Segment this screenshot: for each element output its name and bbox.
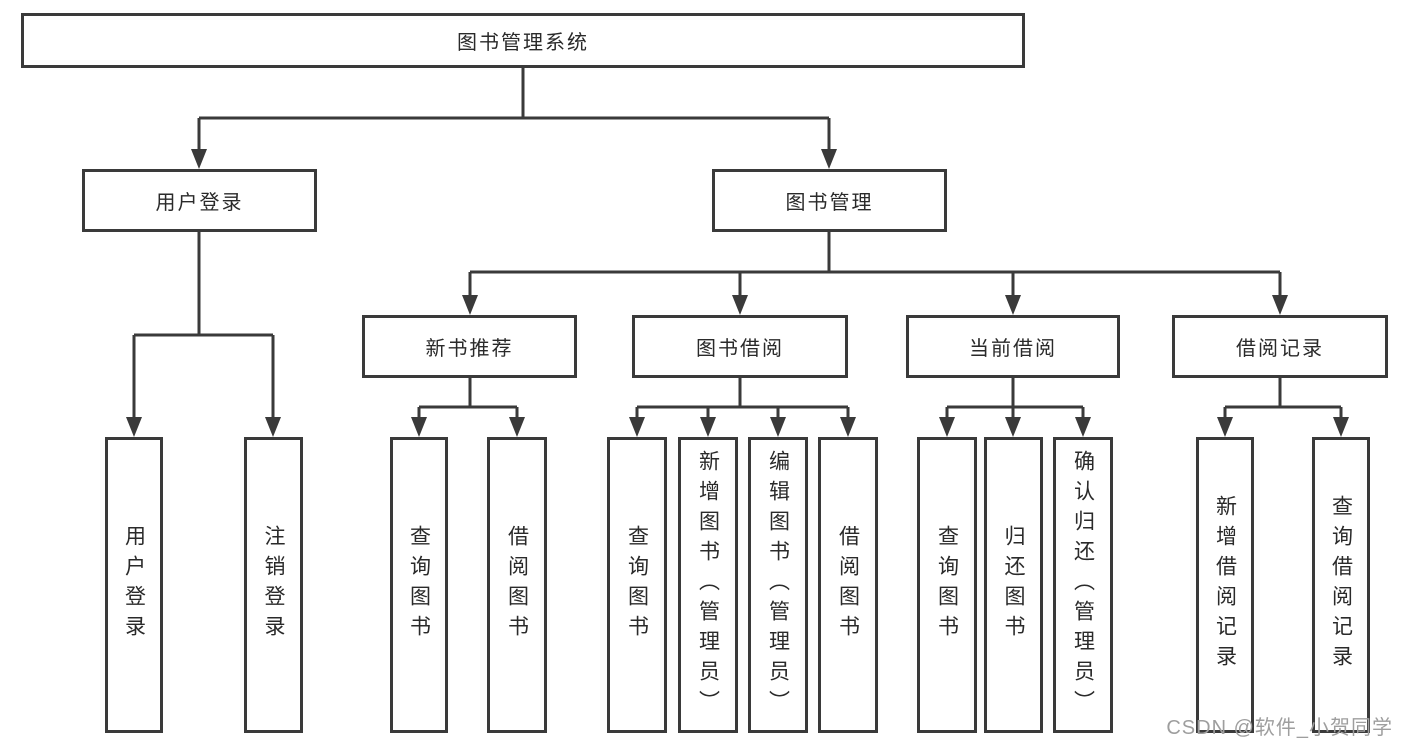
node-new-book-recommend: 新书推荐 [362, 315, 577, 378]
leaf-logout: 注销登录 [244, 437, 303, 733]
leaf-borrow-borrow-books: 借阅图书 [818, 437, 878, 733]
connector-root-split [197, 68, 831, 152]
leaf-label: 用户登录 [122, 525, 146, 645]
connector-records-split [1223, 378, 1343, 420]
node-library-system: 图书管理系统 [21, 13, 1025, 68]
leaf-label: 确认归还（管理员） [1071, 450, 1095, 720]
leaf-recommend-borrow-books: 借阅图书 [487, 437, 547, 733]
leaf-label: 新增图书（管理员） [696, 450, 720, 720]
leaf-label: 借阅图书 [505, 525, 529, 645]
leaf-user-login: 用户登录 [105, 437, 163, 733]
leaf-borrow-query-books: 查询图书 [607, 437, 667, 733]
leaf-records-add-record: 新增借阅记录 [1196, 437, 1254, 733]
leaf-current-confirm-return-admin: 确认归还（管理员） [1053, 437, 1113, 733]
arrowheads [126, 149, 1349, 437]
connector-borrow-split [635, 378, 850, 420]
leaf-label: 查询借阅记录 [1329, 495, 1353, 675]
leaf-label: 注销登录 [262, 525, 285, 645]
watermark: CSDN @软件_小贺同学 [1166, 717, 1393, 739]
leaf-label: 编辑图书（管理员） [766, 450, 790, 720]
node-book-borrow: 图书借阅 [632, 315, 848, 378]
node-borrow-records: 借阅记录 [1172, 315, 1388, 378]
leaf-label: 借阅图书 [836, 525, 860, 645]
leaf-label: 查询图书 [935, 525, 959, 645]
leaf-current-query-books: 查询图书 [917, 437, 977, 733]
leaf-borrow-add-books-admin: 新增图书（管理员） [678, 437, 738, 733]
leaf-label: 查询图书 [625, 525, 649, 645]
connector-book-mgmt-split [468, 232, 1282, 299]
node-book-management: 图书管理 [712, 169, 947, 232]
leaf-label: 新增借阅记录 [1213, 495, 1237, 675]
leaf-label: 归还图书 [1002, 525, 1025, 645]
leaf-label: 查询图书 [407, 525, 431, 645]
connector-current-split [945, 378, 1085, 420]
connector-user-login-split [132, 232, 275, 420]
leaf-records-query-record: 查询借阅记录 [1312, 437, 1370, 733]
node-user-login: 用户登录 [82, 169, 317, 232]
connector-recommend-split [417, 378, 519, 420]
leaf-current-return-books: 归还图书 [984, 437, 1043, 733]
leaf-borrow-edit-books-admin: 编辑图书（管理员） [748, 437, 808, 733]
leaf-recommend-query-books: 查询图书 [390, 437, 448, 733]
node-current-borrow: 当前借阅 [906, 315, 1120, 378]
